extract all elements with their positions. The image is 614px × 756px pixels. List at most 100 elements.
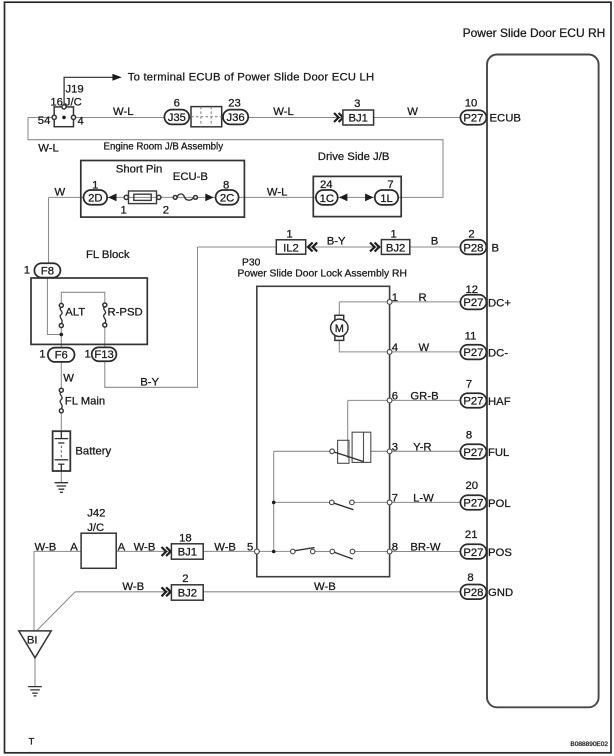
svg-text:4: 4: [392, 342, 398, 354]
svg-text:Power Slide Door Lock Assembly: Power Slide Door Lock Assembly RH: [238, 269, 407, 280]
svg-text:1: 1: [392, 292, 398, 304]
svg-text:P28: P28: [463, 242, 483, 254]
svg-text:J/C: J/C: [65, 97, 82, 109]
svg-text:7: 7: [387, 179, 393, 191]
svg-text:GR-B: GR-B: [410, 390, 438, 402]
svg-text:1L: 1L: [380, 193, 393, 205]
svg-text:BJ2: BJ2: [386, 242, 405, 254]
svg-text:24: 24: [320, 179, 333, 191]
svg-text:Power Slide Door ECU RH: Power Slide Door ECU RH: [463, 26, 606, 40]
svg-text:FL Main: FL Main: [65, 395, 105, 407]
svg-text:21: 21: [465, 529, 478, 541]
svg-text:7: 7: [392, 492, 398, 504]
svg-text:11: 11: [465, 330, 477, 342]
svg-text:To terminal ECUB of Power Slid: To terminal ECUB of Power Slide Door ECU…: [128, 71, 375, 83]
svg-text:P28: P28: [463, 587, 483, 599]
svg-text:5: 5: [247, 541, 253, 553]
svg-text:R-PSD: R-PSD: [108, 307, 143, 319]
svg-text:BJ1: BJ1: [178, 547, 197, 559]
svg-text:P27: P27: [463, 498, 483, 510]
svg-text:FL Block: FL Block: [86, 249, 130, 261]
svg-text:J36: J36: [226, 112, 244, 124]
svg-text:J35: J35: [168, 112, 186, 124]
svg-text:12: 12: [466, 284, 479, 296]
svg-text:A: A: [70, 542, 78, 554]
svg-text:2: 2: [182, 573, 188, 585]
svg-text:W: W: [407, 106, 418, 118]
svg-text:ECU-B: ECU-B: [173, 171, 208, 183]
svg-text:M: M: [335, 323, 344, 335]
svg-text:P27: P27: [463, 396, 483, 408]
svg-text:FUL: FUL: [488, 447, 509, 459]
svg-text:8: 8: [392, 542, 398, 554]
svg-text:3: 3: [354, 98, 360, 110]
svg-text:2D: 2D: [88, 193, 102, 205]
svg-text:BI: BI: [27, 634, 38, 646]
svg-text:1: 1: [85, 349, 91, 361]
svg-text:P27: P27: [463, 297, 483, 309]
svg-text:B-Y: B-Y: [327, 236, 346, 248]
svg-text:20: 20: [466, 480, 479, 492]
svg-text:W-B: W-B: [314, 581, 336, 593]
svg-text:J19: J19: [66, 84, 84, 96]
svg-text:4: 4: [78, 116, 84, 128]
svg-text:W-L: W-L: [38, 143, 59, 155]
svg-text:F13: F13: [94, 349, 113, 361]
svg-text:W-L: W-L: [267, 186, 288, 198]
svg-text:16: 16: [50, 97, 63, 109]
svg-text:B088890E02: B088890E02: [570, 741, 608, 748]
svg-text:B: B: [492, 242, 500, 254]
svg-text:B: B: [431, 236, 439, 248]
svg-text:1: 1: [92, 179, 98, 191]
svg-text:P27: P27: [463, 547, 483, 559]
svg-text:23: 23: [228, 97, 241, 109]
svg-text:W-B: W-B: [134, 541, 156, 553]
svg-text:1C: 1C: [320, 193, 334, 205]
svg-text:1: 1: [121, 205, 127, 217]
svg-text:P30: P30: [242, 258, 261, 269]
svg-text:W-L: W-L: [113, 106, 134, 118]
svg-text:3: 3: [392, 442, 398, 454]
svg-text:BJ1: BJ1: [348, 113, 367, 125]
svg-text:IL2: IL2: [283, 242, 299, 254]
svg-text:6: 6: [174, 97, 180, 109]
svg-text:BJ2: BJ2: [178, 588, 197, 600]
svg-text:54: 54: [38, 115, 51, 127]
svg-text:2: 2: [163, 205, 169, 217]
svg-text:W: W: [419, 342, 430, 354]
svg-text:8: 8: [223, 179, 229, 191]
svg-text:18: 18: [179, 532, 192, 544]
svg-text:2: 2: [468, 228, 474, 240]
svg-text:Engine Room J/B Assembly: Engine Room J/B Assembly: [104, 142, 224, 153]
svg-text:L-W: L-W: [413, 492, 434, 504]
svg-text:W: W: [63, 372, 74, 384]
svg-text:Drive Side J/B: Drive Side J/B: [318, 151, 390, 163]
svg-text:W-B: W-B: [122, 581, 144, 593]
svg-text:8: 8: [466, 430, 472, 442]
svg-text:T: T: [29, 737, 35, 748]
svg-text:J42: J42: [87, 508, 105, 520]
svg-text:DC-: DC-: [488, 347, 508, 359]
svg-text:P27: P27: [463, 347, 483, 359]
svg-text:Y-R: Y-R: [413, 442, 431, 454]
svg-text:J/C: J/C: [87, 522, 104, 534]
svg-text:HAF: HAF: [488, 396, 511, 408]
svg-text:W-B: W-B: [35, 541, 57, 553]
svg-text:6: 6: [392, 390, 398, 402]
svg-text:R: R: [419, 292, 427, 304]
svg-text:B-Y: B-Y: [140, 376, 159, 388]
svg-text:ECUB: ECUB: [490, 113, 521, 125]
svg-text:DC+: DC+: [488, 297, 511, 309]
svg-text:ALT: ALT: [65, 307, 85, 319]
svg-text:GND: GND: [488, 587, 513, 599]
svg-text:10: 10: [465, 98, 478, 110]
svg-text:F8: F8: [41, 265, 54, 277]
svg-text:8: 8: [467, 572, 473, 584]
svg-text:1: 1: [24, 265, 30, 277]
svg-text:Short Pin: Short Pin: [116, 164, 162, 176]
svg-text:BR-W: BR-W: [410, 542, 440, 554]
svg-text:Battery: Battery: [75, 446, 111, 458]
svg-text:F6: F6: [55, 350, 68, 362]
svg-text:1: 1: [286, 228, 292, 240]
svg-text:W-L: W-L: [273, 106, 294, 118]
